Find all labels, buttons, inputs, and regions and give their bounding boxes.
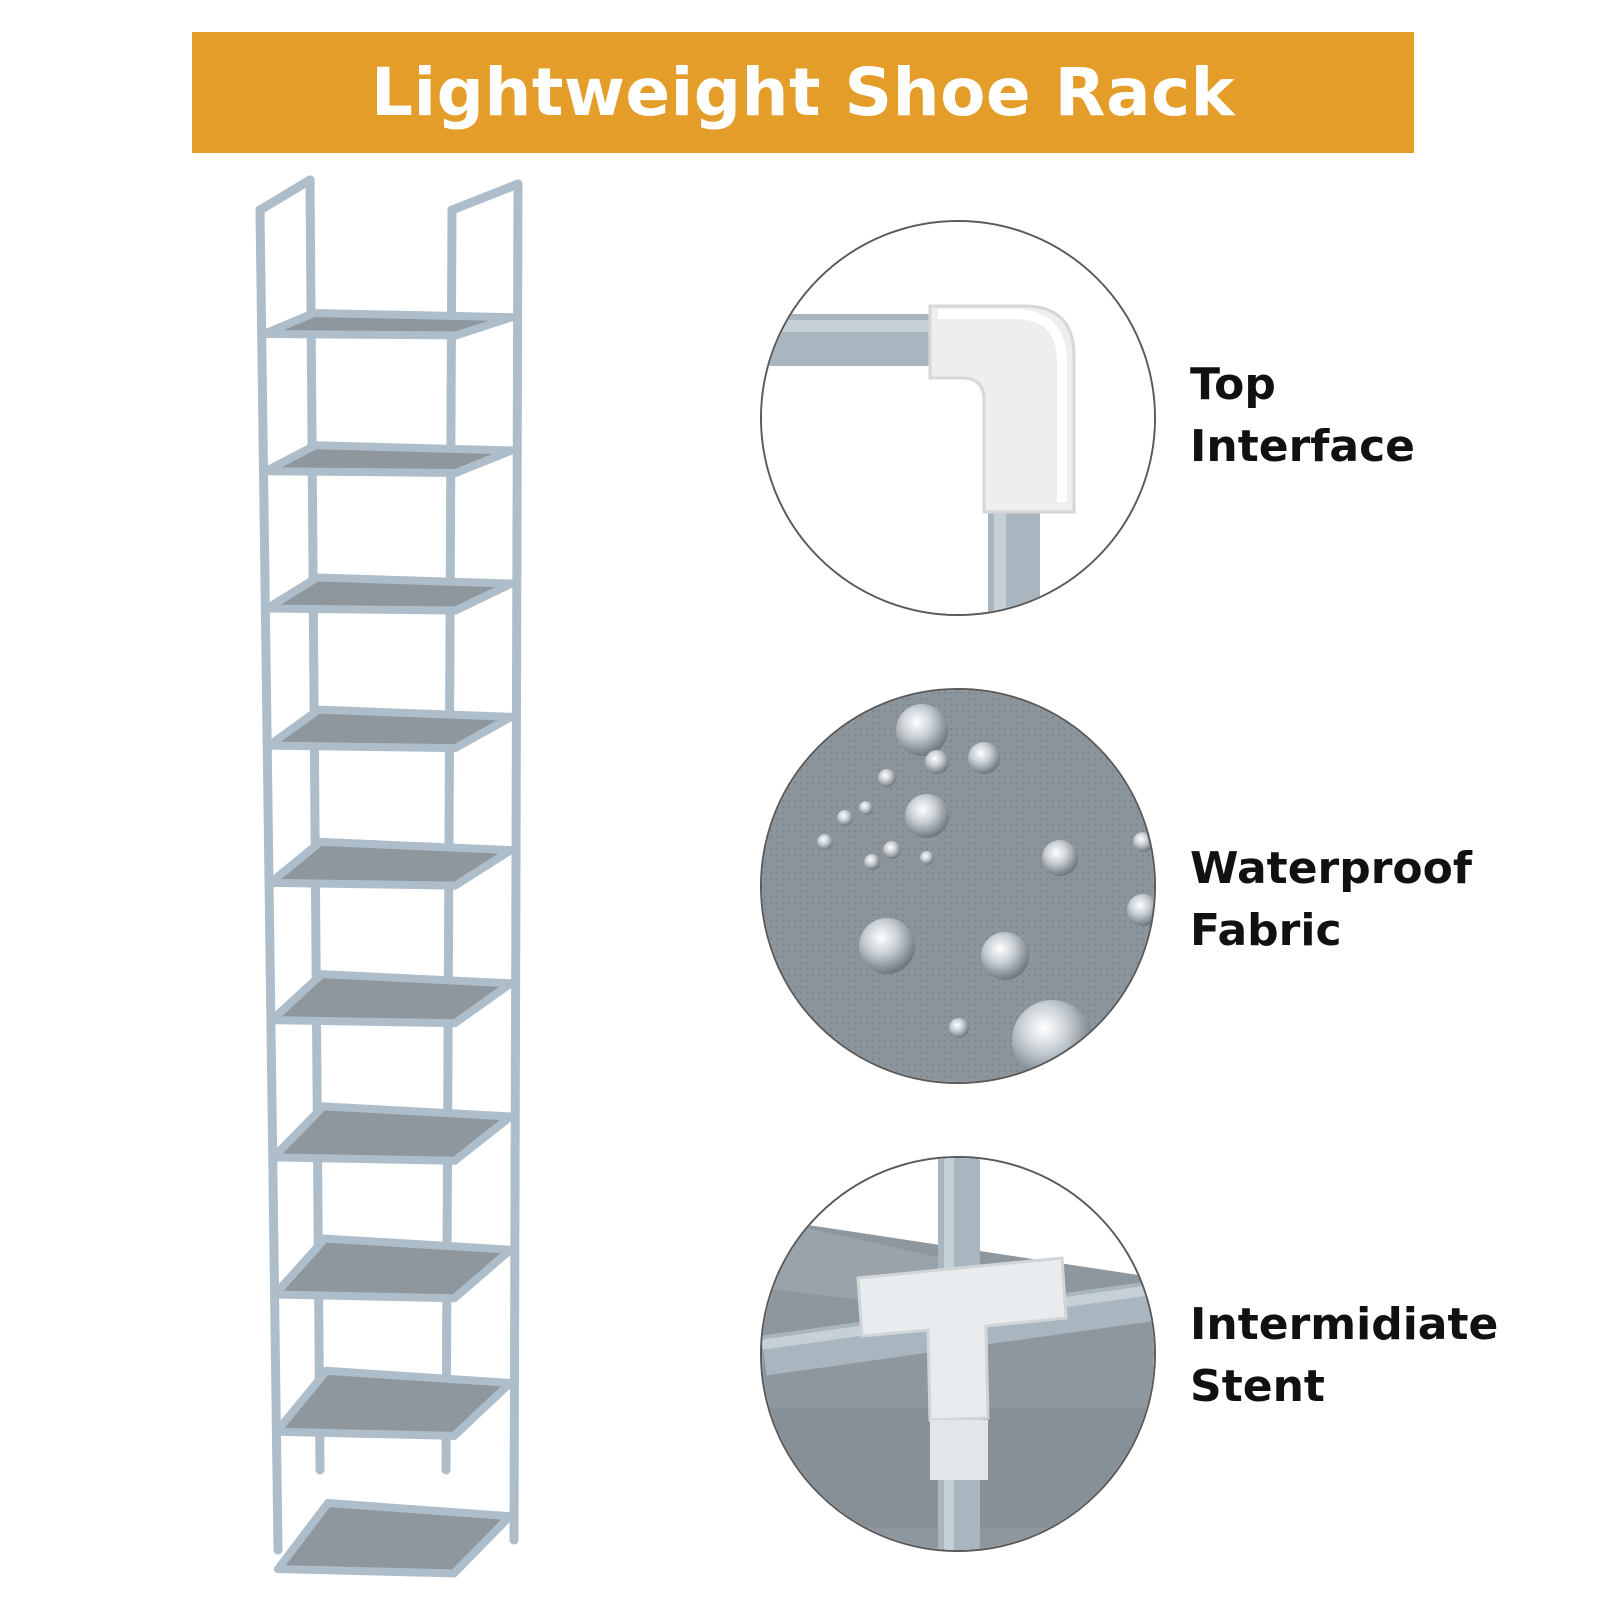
rack-shelf-bar [270,1234,329,1299]
rack-leg [509,179,523,1545]
rack-shelf-bar [316,837,516,855]
rack-shelf-bar [450,1245,515,1303]
rack-shelf [271,974,511,1024]
rack-shelf-bar [269,1153,459,1165]
rack-shelf-bar [450,1512,514,1578]
top-interface-zoom [760,220,1156,616]
rack-shelf-bar [260,330,460,340]
rack-shelf-bar [450,1112,515,1165]
rack-shelf-bar [311,441,516,455]
waterproof-fabric-zoom [760,688,1156,1084]
water-droplet-icon [925,750,949,774]
rack-shelf-bar [267,1016,459,1028]
water-droplet-icon [837,810,853,826]
shoe-rack-illustration [255,175,523,1578]
rack-shelf-bar [451,579,516,615]
rack-shelf-bar [264,741,460,753]
rack-shelf-bar [324,1499,514,1521]
rack-top-handle [255,175,315,215]
feature-label-top-interface: Top Interface [1190,354,1415,478]
rack-shelf-bar [260,309,318,338]
rack-shelf [276,1370,511,1436]
water-droplet-icon [920,851,934,865]
rack-shelf-bar [450,1378,515,1440]
water-droplet-icon [905,794,949,838]
intermediate-stent-zoom [760,1156,1156,1552]
corner-connector-icon [762,222,1154,614]
water-droplet-icon [968,742,1000,774]
rack-shelf [273,1106,511,1161]
rack-shelf-bar [272,1427,459,1440]
rack-shelf-bar [319,1102,515,1121]
water-droplet-icon [883,841,901,859]
rack-shelf-bar [451,446,516,477]
rack-shelf-bar [320,1234,515,1254]
rack-shelf-bar [314,705,516,721]
rack-shelf [268,709,512,749]
water-droplet-icon [949,1018,969,1038]
rack-shelf-bar [451,712,516,753]
banner-title: Lightweight Shoe Rack [370,54,1236,131]
rack-shelf-bar [310,309,516,322]
rack-shelf-bar [264,705,323,750]
water-droplet-icon [981,932,1029,980]
rack-shelf-bar [267,970,326,1025]
feature-label-line: Fabric [1190,905,1342,956]
rack-top-handle [447,179,523,215]
rack-shelf-bar [452,313,516,340]
feature-label-intermediate-stent: Intermidiate Stent [1190,1294,1498,1418]
feature-label-line: Stent [1190,1361,1325,1412]
rack-shelf [267,577,512,611]
title-banner: Lightweight Shoe Rack [192,32,1414,153]
rack-shelf-bar [313,573,516,588]
rack-shelf [274,1238,511,1299]
water-droplet-icon [864,854,880,870]
rack-shelf-bar [261,441,320,476]
water-droplets-icon [762,690,1154,1082]
rack-shelf-bar [266,878,460,890]
feature-label-line: Waterproof [1190,843,1473,894]
water-droplet-icon [878,769,896,787]
water-droplet-icon [817,834,833,850]
rack-shelf-bar [274,1565,458,1578]
rack-shelf-bar [263,573,322,613]
water-droplet-icon [896,704,948,756]
water-droplet-icon [859,918,915,974]
rack-shelf-bar [261,467,460,477]
feature-label-line: Top [1190,359,1276,410]
water-droplet-icon [1042,840,1078,876]
feature-label-waterproof-fabric: Waterproof Fabric [1190,838,1472,962]
rack-shelf [270,841,512,886]
rack-shelf-bar [269,1102,328,1162]
feature-label-line: Interface [1190,421,1416,472]
rack-shelf-bar [266,837,325,887]
rack-shelf-bar [317,970,515,988]
rack-shelf-bar [322,1366,515,1387]
rack-shelf [278,1503,510,1574]
rack-shelf-bar [451,846,516,890]
feature-label-line: Intermidiate [1190,1299,1499,1350]
water-droplet-icon [859,801,873,815]
water-droplet-icon [1133,832,1153,852]
rack-shelf-bar [263,604,460,615]
rack-shelf-bar [272,1366,331,1436]
rack-shelf-bar [274,1499,332,1573]
rack-shelf-bar [270,1290,459,1303]
shoe-rack-image [240,170,560,1600]
water-droplet-icon [1012,1000,1092,1080]
water-droplet-icon [1127,894,1154,926]
rack-shelf-bar [450,979,515,1028]
tee-connector-icon [762,1158,1154,1550]
